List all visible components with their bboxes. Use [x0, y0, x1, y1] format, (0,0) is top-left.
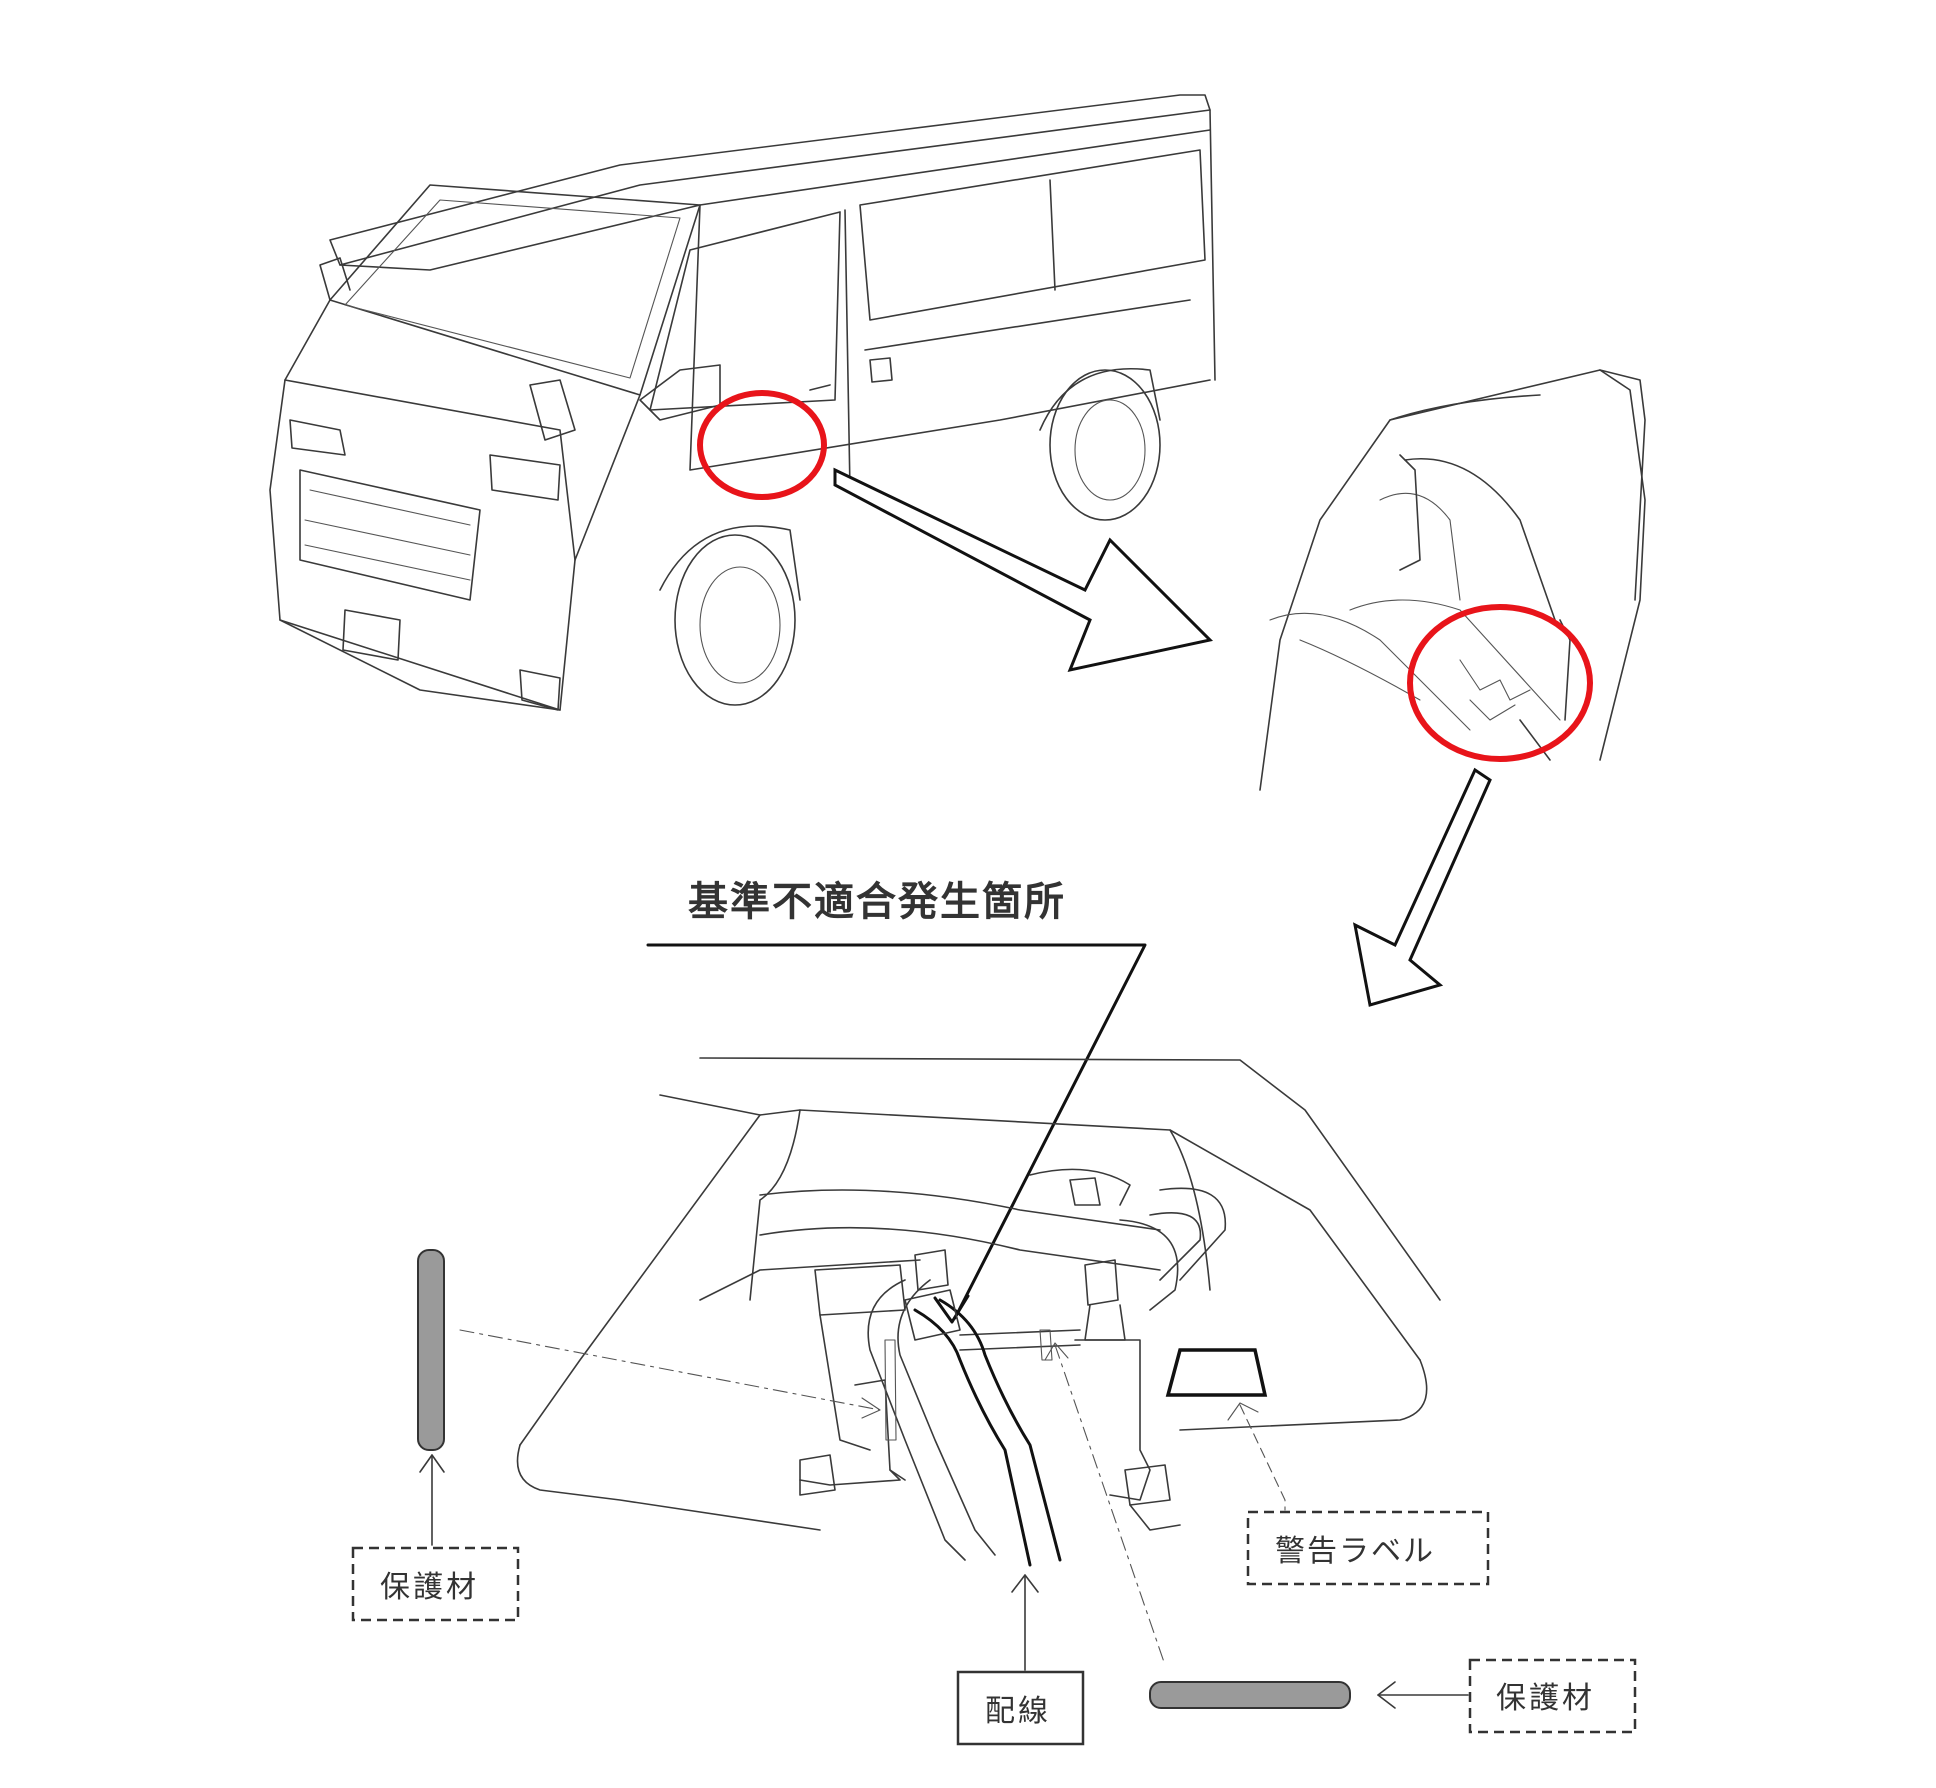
label-protector-left-text: 保護材	[380, 1570, 479, 1605]
pointer-icon	[1377, 1681, 1396, 1709]
zoom-arrow-icon	[833, 467, 1214, 673]
pointer-icon	[419, 1454, 445, 1473]
leader-protector-left	[459, 1329, 881, 1411]
highlight-ring-detail	[1407, 604, 1593, 762]
protector-tube-right	[1149, 1681, 1351, 1709]
warning-label-shape	[1165, 1348, 1268, 1397]
van-illustration	[269, 94, 1216, 711]
label-protector-left: 保護材	[351, 1546, 520, 1622]
nonconformity-callout-label: 基準不適合発生箇所	[688, 879, 1066, 925]
label-wiring: 配線	[956, 1670, 1085, 1746]
zoom-arrow-icon	[1352, 767, 1492, 1007]
highlight-ring-van	[697, 390, 827, 500]
protector-tube-left	[417, 1249, 445, 1451]
pointer-icon	[1044, 1342, 1069, 1361]
label-warning-text: 警告ラベル	[1275, 1534, 1435, 1569]
label-warning: 警告ラベル	[1246, 1510, 1490, 1586]
label-protector-right-text: 保護材	[1496, 1681, 1595, 1716]
engine-compartment-illustration	[516, 1057, 1441, 1567]
label-protector-right: 保護材	[1468, 1658, 1637, 1734]
pointer-icon	[861, 1397, 881, 1419]
leader-warning-label	[1239, 1404, 1286, 1511]
pointer-icon	[933, 1294, 970, 1324]
interior-detail-illustration	[1259, 369, 1646, 791]
pointer-icon	[1227, 1402, 1259, 1421]
callout-leader-line	[646, 943, 1147, 1320]
pointer-icon	[1011, 1574, 1039, 1593]
leader-protector-right	[1054, 1344, 1166, 1666]
label-wiring-text: 配線	[985, 1694, 1051, 1729]
